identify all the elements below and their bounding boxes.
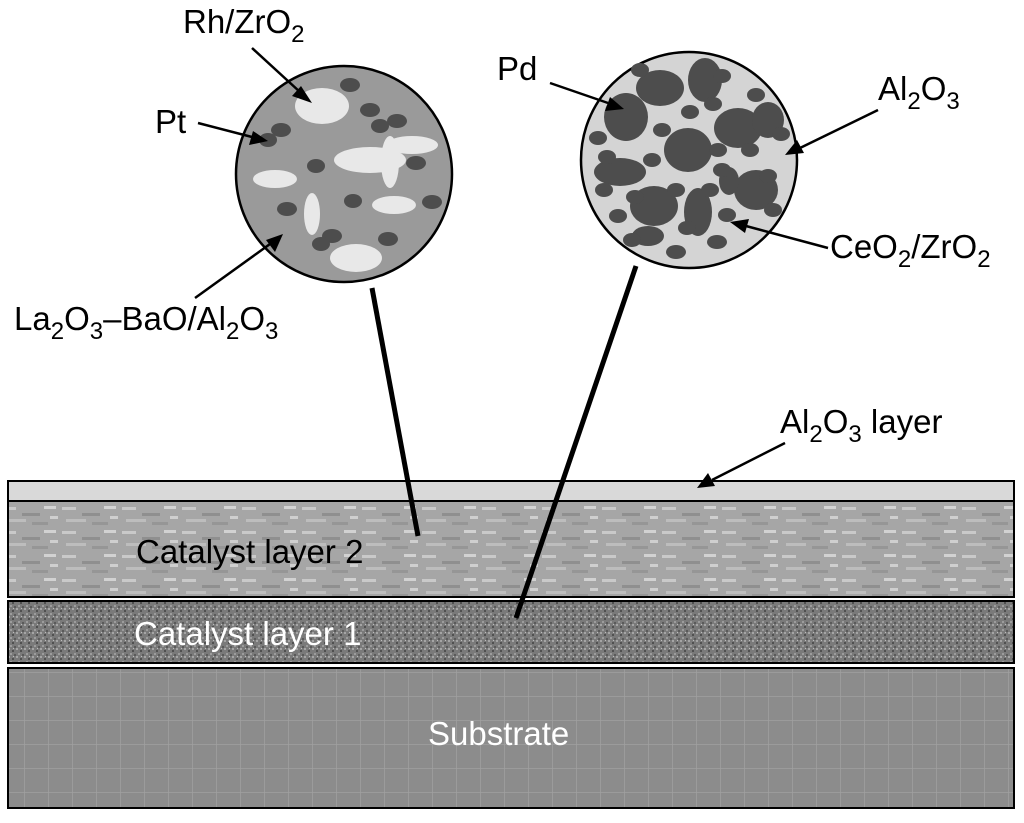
rh-zro2-label: Rh/ZrO2	[183, 3, 305, 48]
al2o3-layer-band	[7, 480, 1015, 502]
substrate-label: Substrate	[428, 715, 569, 752]
la2o3-bao-al2o3-label: La2O3–BaO/Al2O3	[14, 300, 278, 345]
substrate-band	[7, 667, 1015, 809]
pd-particles	[589, 58, 790, 259]
pt-label: Pt	[155, 103, 186, 140]
catalyst-layer-1-band	[7, 600, 1015, 664]
catalyst-layer-1-label: Catalyst layer 1	[134, 615, 361, 652]
arrows	[194, 47, 879, 488]
pt-particles	[259, 78, 442, 251]
catalyst-particle-circle-2	[579, 50, 799, 270]
pd-label: Pd	[497, 50, 537, 87]
catalyst-layer-2-label: Catalyst layer 2	[136, 533, 363, 570]
catalyst-particle-circle-1	[234, 64, 454, 284]
connector-line-circle-1	[369, 287, 421, 537]
connector-line-circle-2	[513, 265, 639, 619]
catalyst-layer-2-band	[7, 500, 1015, 598]
al2o3-layer-label: Al2O3 layer	[780, 403, 942, 448]
al2o3-label: Al2O3	[878, 70, 960, 115]
ceo2-zro2-label: CeO2/ZrO2	[830, 228, 991, 273]
rh-zro2-particles	[253, 88, 438, 272]
